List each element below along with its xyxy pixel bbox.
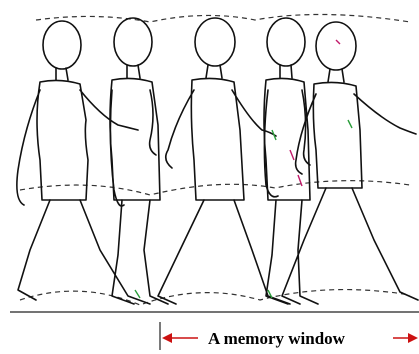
foot-trajectory [20, 290, 410, 305]
head-trajectory [36, 14, 410, 22]
accent-marks [135, 40, 352, 298]
walking-figure-4 [264, 18, 318, 304]
left-arrow-head [162, 333, 172, 343]
memory-window-label: A memory window [208, 329, 346, 348]
memory-window-annotation: A memory window [160, 322, 418, 350]
walking-figure-1 [17, 21, 150, 304]
walking-figure-3 [158, 18, 290, 304]
walking-figure-5 [282, 22, 418, 304]
right-arrow-head [408, 333, 418, 343]
walking-figure-2 [110, 18, 168, 304]
